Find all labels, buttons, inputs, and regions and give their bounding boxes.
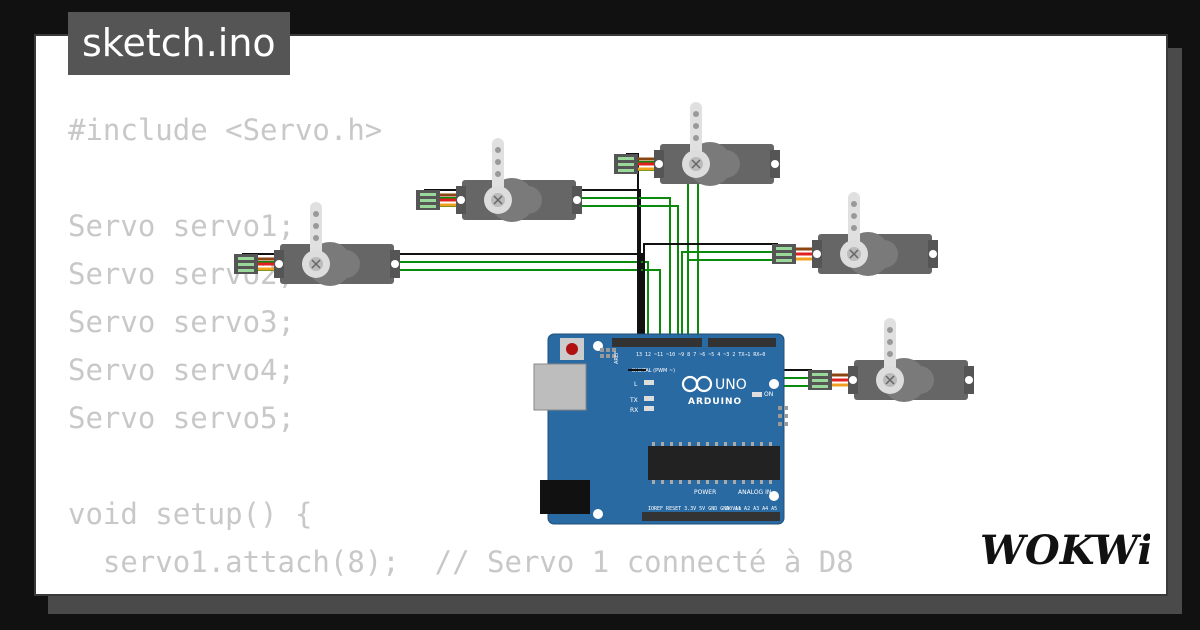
power-label: POWER — [694, 489, 716, 496]
servo-2[interactable] — [414, 137, 583, 223]
logo-text: WOKWi — [980, 528, 1150, 574]
led-l — [644, 380, 654, 385]
aref-label: AREF — [614, 351, 620, 364]
led-rx-label: RX — [630, 407, 638, 414]
analog-label: ANALOG IN — [738, 489, 771, 496]
arduino-uno-board[interactable]: 13 12 ~11 ~10 ~9 8 7 ~6 ~5 4 ~3 2 TX→1 R… — [533, 333, 788, 525]
wokwi-logo: WOKWi — [980, 528, 1150, 574]
project-card: #include <Servo.h> Servo servo1; Servo ser… — [34, 34, 1168, 596]
servo-1[interactable] — [232, 201, 401, 287]
page-title: sketch.ino — [68, 12, 290, 75]
pin-labels-digital: 13 12 ~11 ~10 ~9 8 7 ~6 ~5 4 ~3 2 TX→1 R… — [636, 352, 765, 358]
pin-labels-analog: A0 A1 A2 A3 A4 A5 — [726, 506, 777, 512]
servo-4[interactable] — [770, 191, 939, 277]
code-line: #include <Servo.h> — [68, 113, 383, 147]
led-on — [752, 392, 762, 397]
led-on-label: ON — [764, 391, 773, 398]
circuit-diagram: 13 12 ~11 ~10 ~9 8 7 ~6 ~5 4 ~3 2 TX→1 R… — [232, 101, 975, 525]
led-l-label: L — [634, 381, 638, 388]
board-brand: ARDUINO — [688, 397, 742, 407]
code-line: Servo servo1; — [68, 209, 295, 243]
code-line: void setup() { — [68, 497, 313, 531]
digital-label: DIGITAL (PWM ~) — [632, 368, 675, 374]
board-model: UNO — [715, 377, 747, 393]
code-line: servo2.attach(9); // Servo 2 connecté à … — [68, 586, 854, 594]
atmega-chip — [648, 446, 780, 480]
code-line: Servo servo5; — [68, 401, 295, 435]
code-preview: #include <Servo.h> Servo servo1; Servo ser… — [68, 106, 854, 594]
code-line: Servo servo4; — [68, 353, 295, 387]
pin-labels-power: IOREF RESET 3.3V 5V GND GND Vin — [648, 506, 741, 512]
servo-5[interactable] — [806, 317, 975, 403]
code-line: servo1.attach(8); // Servo 1 connecté à … — [68, 545, 854, 579]
code-line: Servo servo3; — [68, 305, 295, 339]
led-rx — [644, 406, 654, 411]
led-tx-label: TX — [629, 397, 638, 404]
led-tx — [644, 396, 654, 401]
